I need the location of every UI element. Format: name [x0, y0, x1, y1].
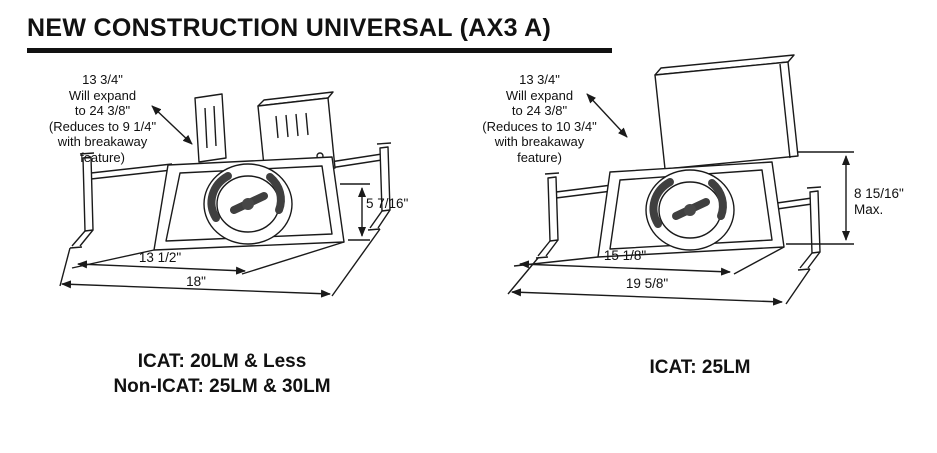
title-underline — [27, 48, 612, 53]
expand-dim-arrow — [586, 93, 628, 138]
junction-box — [257, 91, 336, 177]
expand-dim-arrow — [151, 105, 193, 145]
light-aperture — [645, 169, 735, 251]
housing-box — [654, 54, 799, 170]
left-outer-width-dim-label: 18" — [186, 274, 206, 289]
mounting-bracket-right — [367, 142, 392, 231]
right-outer-width-dim-label: 19 5/8" — [625, 276, 669, 291]
inner-width-dim-arrow — [77, 260, 246, 275]
mounting-plate — [194, 93, 227, 163]
dimension-lines — [507, 93, 854, 306]
left-fixture-caption: ICAT: 20LM & Less Non-ICAT: 25LM & 30LM — [113, 351, 331, 397]
left-height-dim-label: 5 7/16" — [366, 196, 409, 211]
left-fixture-drawing — [59, 91, 392, 298]
mounting-bracket-left — [535, 172, 560, 259]
left-expand-note: 13 3/4" Will expand to 24 3/8" (Reduces … — [48, 72, 157, 165]
right-fixture-drawing — [507, 54, 854, 306]
dimension-lines — [59, 105, 381, 298]
left-inner-width-dim-label: 13 1/2" — [138, 250, 182, 265]
right-fixture-caption: ICAT: 25LM — [649, 357, 751, 378]
light-aperture — [203, 163, 293, 245]
mounting-bracket-left — [69, 152, 95, 249]
right-height-dim-label: 8 15/16" Max. — [854, 186, 904, 217]
outer-width-dim-arrow — [511, 288, 783, 306]
page-title: NEW CONSTRUCTION UNIVERSAL (AX3 A) — [27, 14, 552, 42]
mounting-bracket-right — [797, 186, 822, 271]
right-inner-width-dim-label: 15 1/8" — [603, 248, 647, 263]
hanger-bars — [90, 153, 383, 180]
right-expand-note: 13 3/4" Will expand to 24 3/8" (Reduces … — [482, 72, 597, 165]
outer-width-dim-arrow — [61, 280, 331, 298]
inner-width-dim-arrow — [519, 260, 731, 276]
